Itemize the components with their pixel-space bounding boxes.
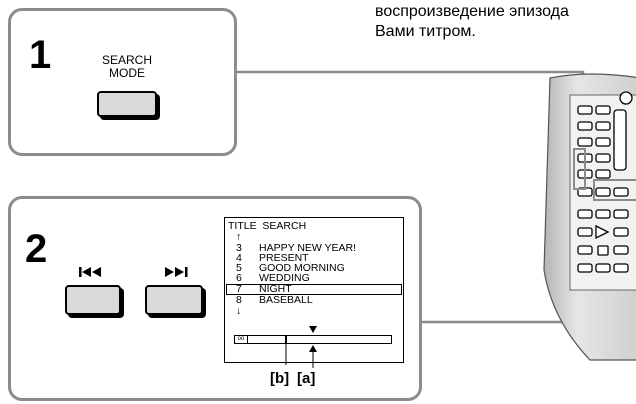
- list-item: WEDDING: [259, 272, 310, 284]
- down-arrow-icon: ↓: [236, 305, 242, 317]
- list-item-num: 4: [236, 252, 242, 264]
- search-start-marker: [285, 336, 287, 343]
- list-item: BASEBALL: [259, 294, 313, 306]
- callout-a: [a]: [297, 370, 316, 387]
- list-item-num: 6: [236, 272, 242, 284]
- list-item-num: 5: [236, 262, 242, 274]
- target-position-arrow-icon: [309, 345, 317, 368]
- instruction-line-2: Вами титром.: [375, 23, 476, 40]
- step-2-panel: 2 TITLE SEARCH ↑ 3 HAPPY NEW YEAR! 4 PRE…: [8, 196, 422, 401]
- start-position-line: [285, 343, 287, 365]
- cassette-icon: oo: [235, 336, 248, 343]
- current-position-marker-icon: [309, 326, 317, 333]
- step-2-number: 2: [25, 227, 48, 271]
- list-item: PRESENT: [259, 252, 309, 264]
- instruction-line-1: воспроизведение эпизода: [375, 3, 569, 20]
- search-mode-button[interactable]: [97, 91, 157, 117]
- title-search-screen: TITLE SEARCH ↑ 3 HAPPY NEW YEAR! 4 PRESE…: [224, 217, 404, 368]
- list-item: GOOD MORNING: [259, 262, 345, 274]
- previous-button[interactable]: [65, 285, 121, 315]
- next-button[interactable]: [145, 285, 203, 315]
- list-item-num-selected: 7: [236, 283, 242, 295]
- list-item: HAPPY NEW YEAR!: [259, 242, 357, 254]
- selected-item-highlight: [226, 284, 402, 295]
- tape-position-bar: [234, 335, 392, 344]
- up-arrow-icon: ↑: [236, 231, 242, 243]
- step-1-number: 1: [29, 33, 52, 77]
- list-item-num: 3: [236, 242, 242, 254]
- screen-title: TITLE SEARCH: [228, 220, 307, 232]
- step-1-panel: 1 SEARCH MODE: [8, 8, 237, 156]
- remote-control-illustration: [543, 73, 636, 361]
- callout-b: [b]: [270, 370, 290, 387]
- search-mode-label: SEARCH MODE: [101, 53, 152, 80]
- list-item-selected: NIGHT: [259, 283, 292, 295]
- list-item-num: 8: [236, 294, 242, 306]
- skip-previous-icon: [79, 267, 101, 277]
- skip-next-icon: [165, 267, 188, 277]
